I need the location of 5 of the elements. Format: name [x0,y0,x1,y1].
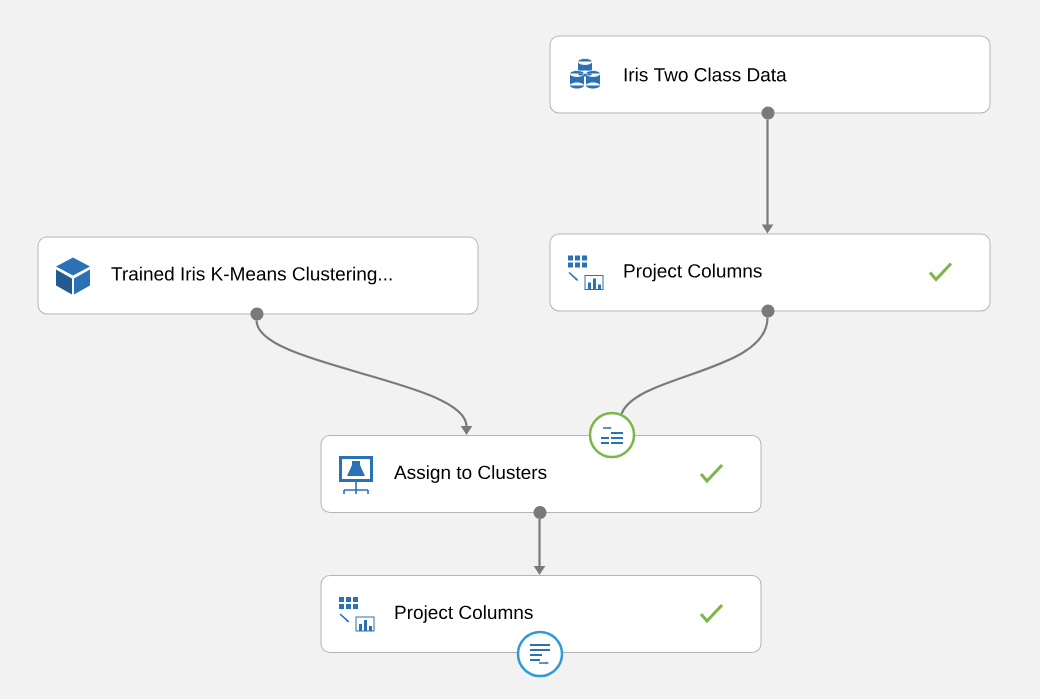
connector [620,317,769,415]
module-box: Trained Iris K-Means Clustering... [37,236,479,321]
module-box: Iris Two Class Data [549,35,991,120]
module-box: Assign to Clusters [320,435,762,519]
module-box: Project Columns [549,233,991,318]
